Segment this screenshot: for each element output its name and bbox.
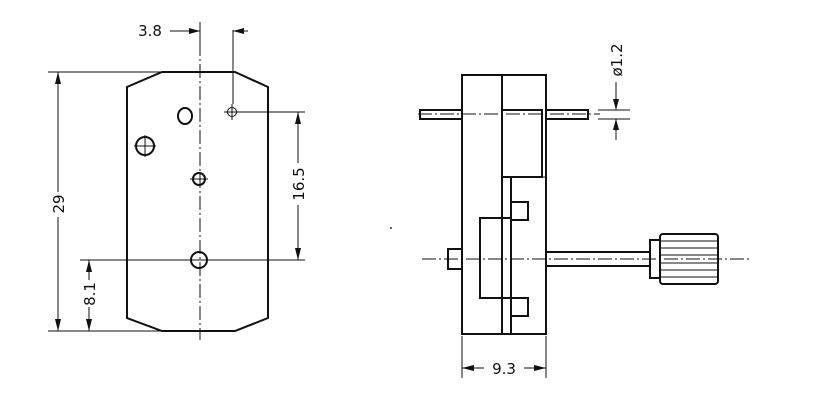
hole-bottom: [188, 251, 210, 269]
front-body-outline: [126, 71, 269, 332]
dimension-height: 29: [48, 71, 162, 332]
adjustment-screw: [422, 233, 752, 285]
hole-left: [134, 135, 156, 157]
dimension-hole-spacing: 16.5: [210, 111, 308, 261]
dimension-8-1-label: 8.1: [81, 282, 99, 306]
stray-dot: [390, 227, 392, 229]
dimension-width: 9.3: [461, 336, 547, 378]
hole-middle: [190, 172, 208, 186]
tab-upper: [510, 201, 529, 221]
dimension-offset: 3.8: [138, 22, 248, 104]
dimension-3-8-label: 3.8: [138, 22, 162, 40]
tab-lower: [510, 297, 529, 317]
hole-upper: [177, 107, 193, 125]
dimension-bottom-hole: 8.1: [80, 259, 188, 331]
front-view: 29 3.8 16.5 8.1: [48, 22, 308, 340]
dimension-16-5-label: 16.5: [290, 167, 308, 200]
side-view: ø1.2 9.3: [418, 43, 752, 378]
hole-top-right: [224, 104, 240, 120]
dimension-9-3-label: 9.3: [492, 360, 516, 378]
front-holes: [134, 104, 240, 269]
dimension-shaft-diameter: ø1.2: [598, 43, 630, 140]
dimension-dia-1-2-label: ø1.2: [608, 43, 626, 76]
upper-block: [501, 109, 543, 178]
lower-block: [479, 217, 512, 299]
top-shaft: [418, 109, 600, 120]
side-body: [461, 74, 547, 335]
dimension-29-label: 29: [50, 194, 68, 213]
